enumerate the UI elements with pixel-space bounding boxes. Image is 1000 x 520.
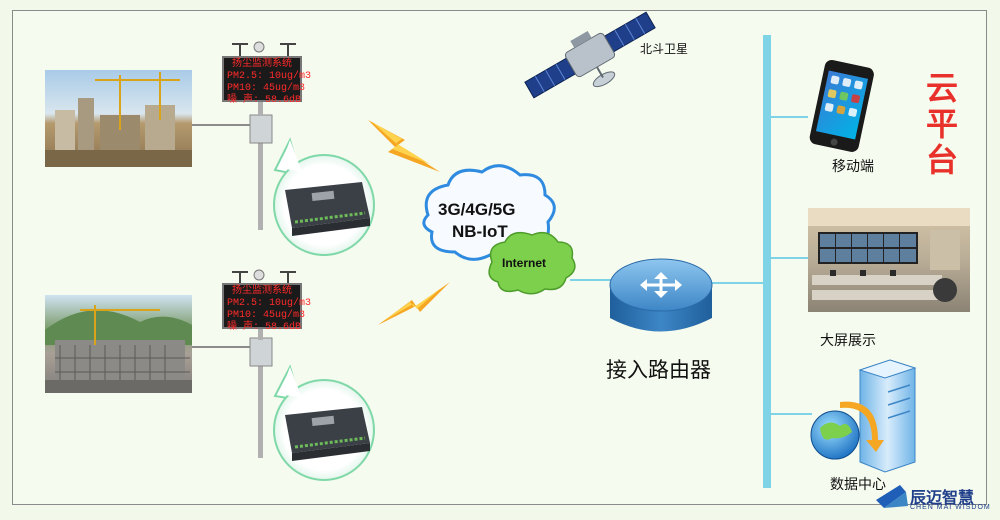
internet-cloud (488, 231, 576, 295)
mobile-phone-icon (809, 60, 874, 152)
construction-site-photo-2 (45, 295, 192, 393)
wireless-signal-icon-1 (368, 120, 440, 172)
led-noise: 噪 声: 58.6dB (227, 322, 302, 333)
satellite-label: 北斗卫星 (640, 42, 689, 56)
led-display-1: 扬尘监测系统 PM2.5: 10ug/m3 PM10: 45ug/m3 噪 声:… (222, 56, 312, 106)
led-title: 扬尘监测系统 (232, 59, 292, 70)
monitor-device-1 (285, 182, 370, 236)
satellite-icon (524, 11, 656, 99)
big-screen-photo (808, 208, 970, 312)
led-noise: 噪 声: 58.6dB (227, 95, 302, 106)
router-label: 接入路由器 (606, 359, 711, 382)
router-icon (609, 258, 713, 332)
data-center-label: 数据中心 (830, 476, 886, 492)
internet-label: Internet (502, 256, 547, 270)
cloud-platform-label: 云平台 (925, 70, 958, 178)
network-label-line2: NB-IoT (452, 222, 508, 241)
led-pm10: PM10: 45ug/m3 (227, 83, 306, 94)
monitor-pole-1 (232, 41, 296, 230)
monitor-device-2 (285, 407, 370, 461)
wireless-signal-icon-2 (378, 282, 450, 325)
led-pm25: PM2.5: 10ug/m3 (227, 71, 312, 82)
led-title: 扬尘监测系统 (232, 286, 292, 297)
monitor-pole-2 (232, 269, 296, 458)
brand-logo-mark (876, 485, 908, 508)
led-pm10: PM10: 45ug/m3 (227, 310, 306, 321)
led-pm25: PM2.5: 10ug/m3 (227, 298, 312, 309)
network-label-line1: 3G/4G/5G (438, 200, 516, 219)
brand-subtitle: CHEN MAI WISDOM (910, 504, 991, 511)
brand-name: 辰迈智慧 (910, 490, 975, 507)
mobile-label: 移动端 (832, 158, 874, 174)
construction-site-photo-1 (45, 70, 192, 167)
network-bus (763, 35, 771, 488)
data-center-icon (810, 359, 917, 473)
led-display-2: 扬尘监测系统 PM2.5: 10ug/m3 PM10: 45ug/m3 噪 声:… (222, 283, 312, 333)
big-screen-label: 大屏展示 (820, 332, 876, 348)
